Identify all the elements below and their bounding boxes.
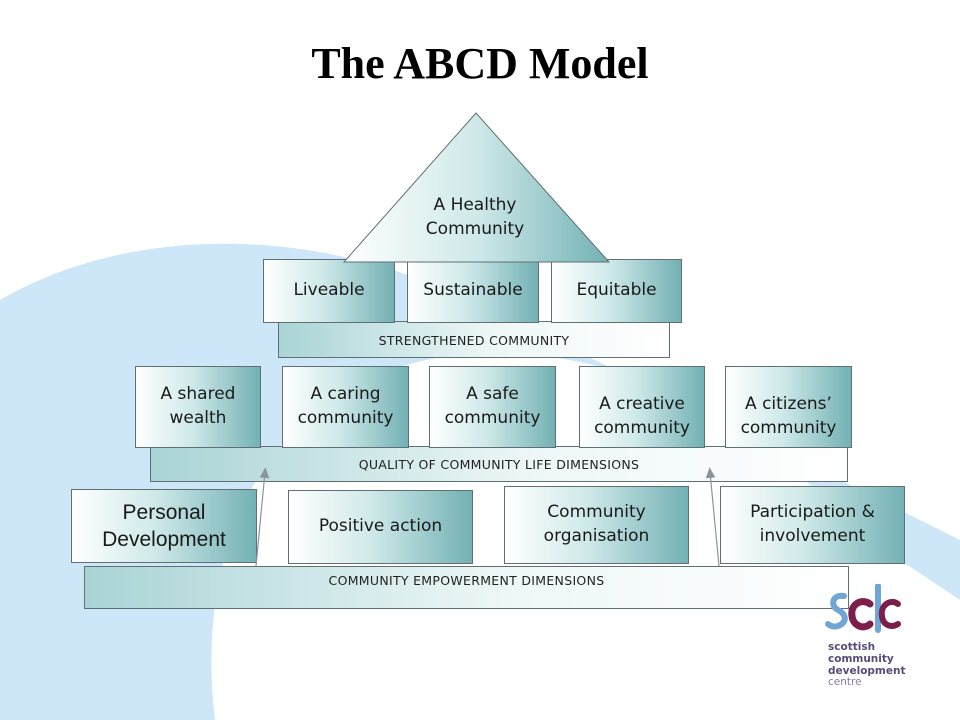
box-line: community <box>297 408 394 428</box>
box-line: community <box>594 418 690 438</box>
pillar-label: Sustainable <box>423 280 523 301</box>
pillar-equitable: Equitable <box>551 259 682 323</box>
box-line: organisation <box>543 526 650 546</box>
pillar-label: Liveable <box>293 280 365 301</box>
box-line: Community <box>547 502 646 523</box>
strengthened-community-label: STRENGTHENED COMMUNITY <box>378 333 570 348</box>
scdc-logo-icon <box>825 584 901 633</box>
empowerment-dimensions-label: COMMUNITY EMPOWERMENT DIMENSIONS <box>328 573 605 588</box>
box-line: A safe <box>466 384 519 405</box>
scdc-logo-text: scottish community development centre <box>828 641 906 689</box>
arrow-left <box>255 467 270 567</box>
triangle-label-line1: A Healthy <box>433 195 517 215</box>
arrow-right <box>705 467 720 567</box>
quality-box-safe-community: A safe community <box>429 366 556 448</box>
empowerment-box-positive-action: Positive action <box>288 490 473 564</box>
box-line: A citizens’ <box>745 394 832 415</box>
empowerment-box-community-organisation: Community organisation <box>504 486 689 564</box>
triangle-label-line2: Community <box>425 218 525 239</box>
pillar-sustainable: Sustainable <box>407 259 539 323</box>
box-line: community <box>444 408 541 428</box>
quality-box-creative-community: A creative community <box>579 366 705 448</box>
box-line: A caring <box>310 384 381 405</box>
page-title: The ABCD Model <box>311 39 649 88</box>
logo-line: community <box>828 652 894 665</box>
strengthened-community-bar: STRENGTHENED COMMUNITY <box>278 321 670 358</box>
empowerment-box-participation: Participation & involvement <box>720 486 905 564</box>
box-line: A shared <box>160 384 236 405</box>
quality-box-shared-wealth: A shared wealth <box>135 366 261 448</box>
pillar-liveable: Liveable <box>263 259 395 323</box>
empowerment-dimensions-bar: COMMUNITY EMPOWERMENT DIMENSIONS <box>84 566 849 609</box>
box-line: community <box>740 418 837 438</box>
logo-line: development <box>828 664 906 677</box>
box-line: wealth <box>169 408 227 428</box>
box-line: Participation & <box>750 502 875 523</box>
box-line: involvement <box>759 526 866 546</box>
box-line: Development <box>102 528 226 551</box>
triangle-label: A Healthy Community <box>400 194 550 242</box>
logo-line: scottish <box>828 641 876 653</box>
logo-line: centre <box>828 676 862 689</box>
pillar-label: Equitable <box>576 280 657 301</box>
box-line: Personal <box>122 500 206 524</box>
quality-box-caring-community: A caring community <box>282 366 409 448</box>
box-line: A creative <box>599 394 685 415</box>
box-line: Positive action <box>318 516 443 537</box>
quality-box-citizens-community: A citizens’ community <box>725 366 852 448</box>
quality-dimensions-label: QUALITY OF COMMUNITY LIFE DIMENSIONS <box>358 456 640 472</box>
